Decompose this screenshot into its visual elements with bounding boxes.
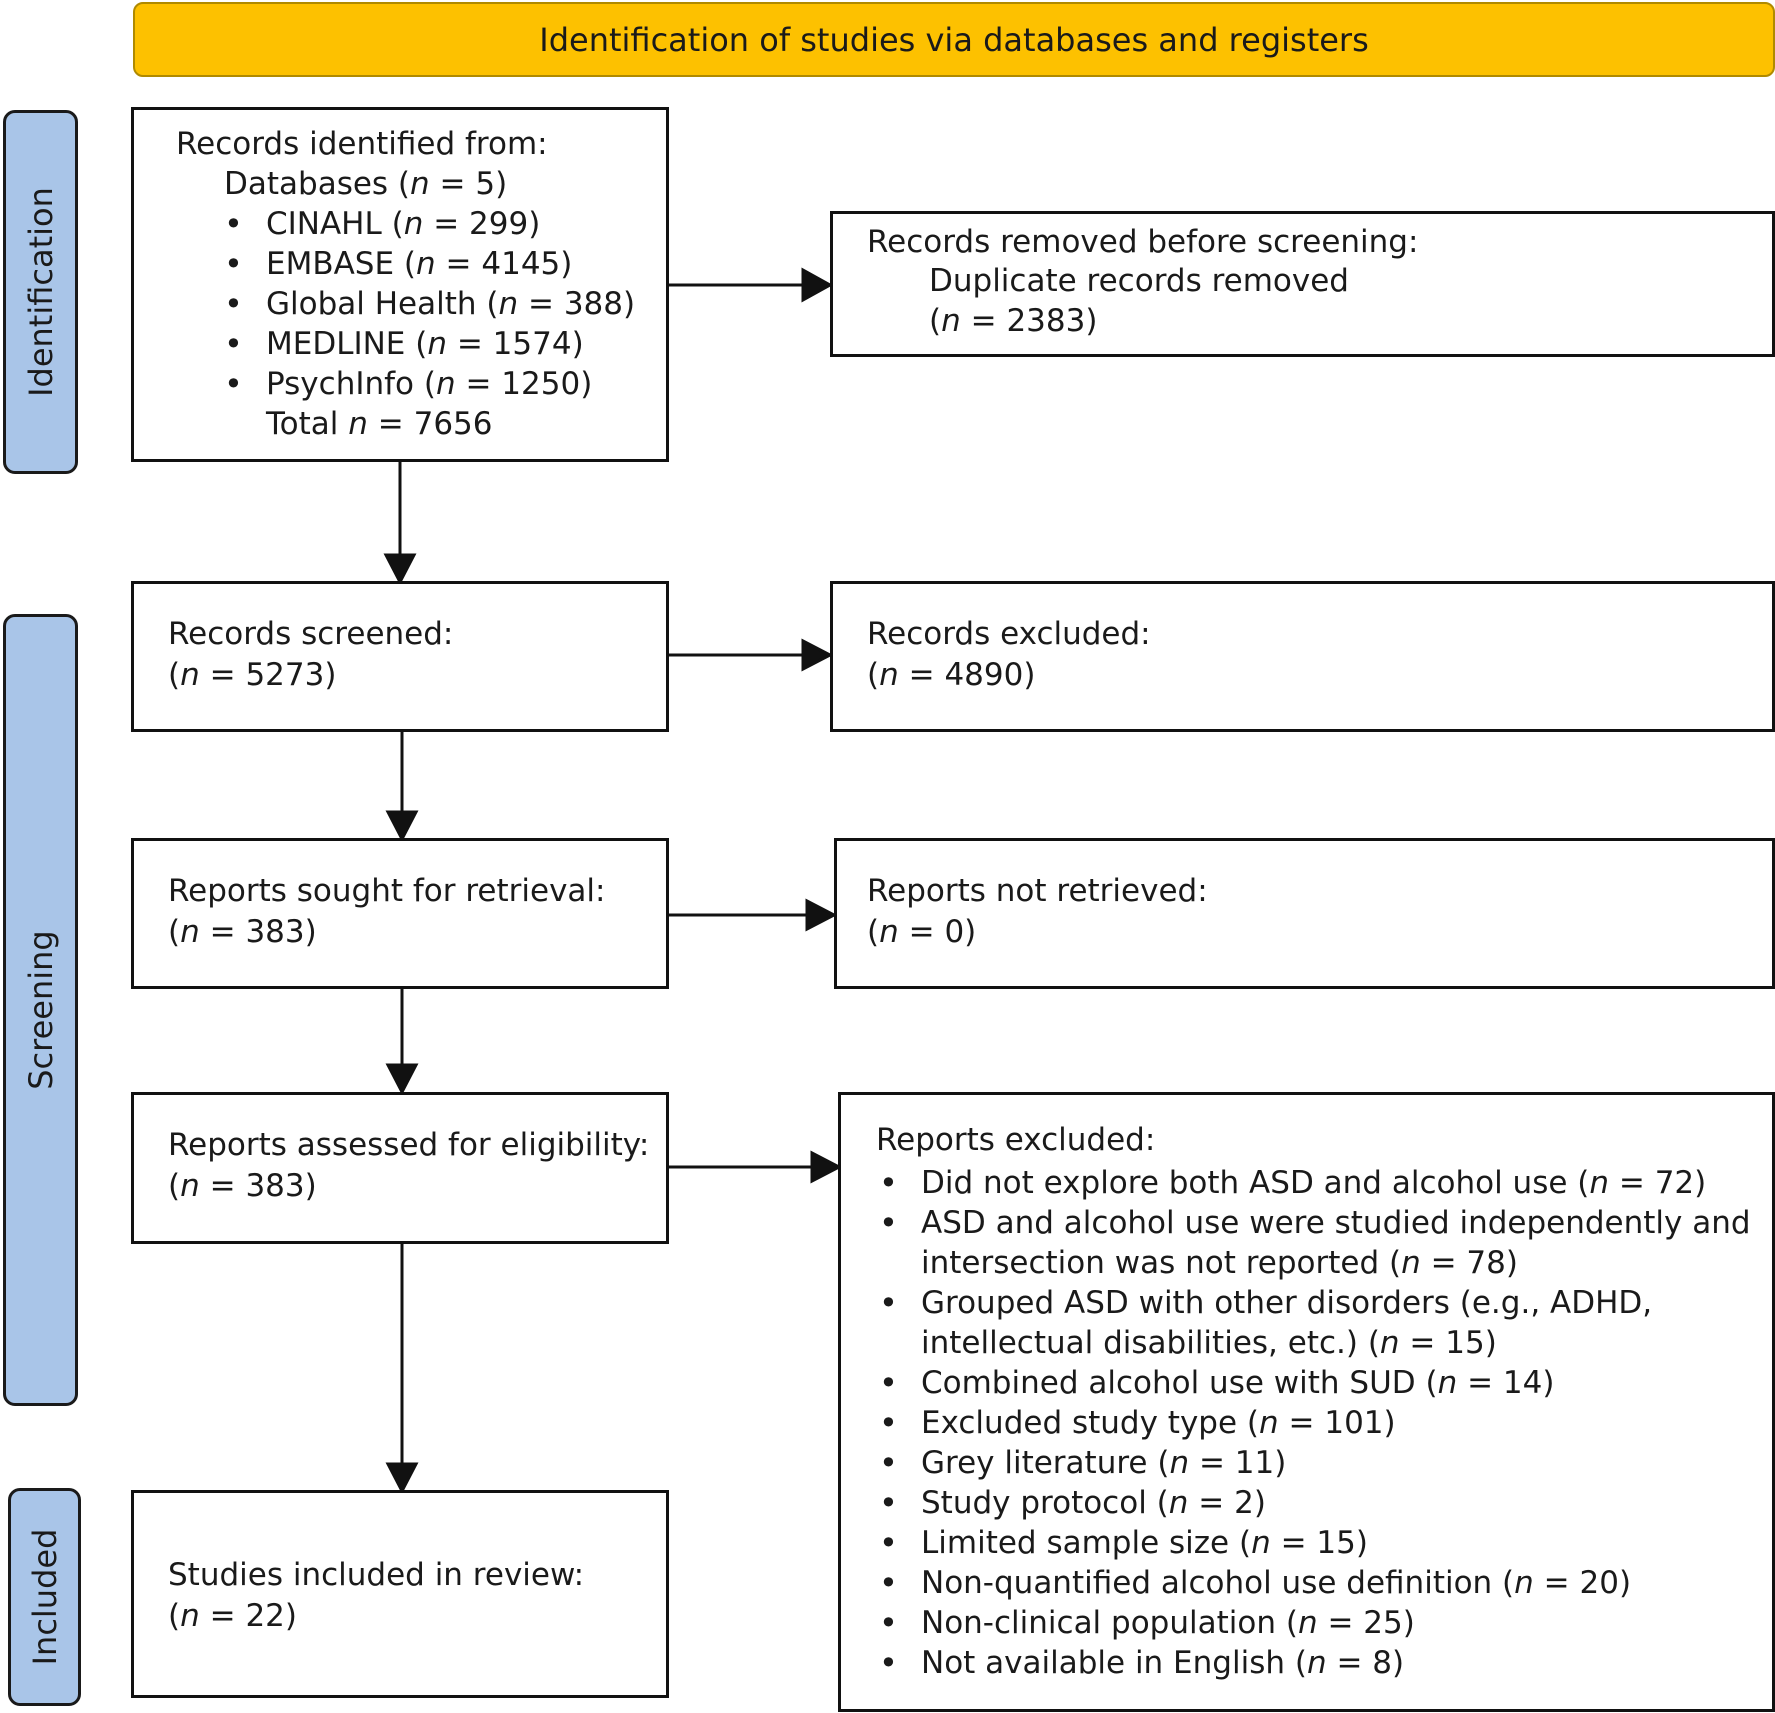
studies-included-heading: Studies included in review: (168, 1557, 585, 1593)
database-item: Global Health (n = 388) (224, 284, 635, 324)
exclusion-reason: Not available in English (n = 8) (879, 1643, 1751, 1683)
records-removed-box: Records removed before screening: Duplic… (830, 211, 1775, 357)
database-item: CINAHL (n = 299) (224, 204, 635, 244)
records-excluded-box: Records excluded: (n = 4890) (830, 581, 1775, 732)
reports-assessed-heading: Reports assessed for eligibility: (168, 1127, 650, 1163)
reports-assessed-box: Reports assessed for eligibility: (n = 3… (131, 1092, 669, 1244)
records-screened-box: Records screened: (n = 5273) (131, 581, 669, 732)
exclusion-reason: Excluded study type (n = 101) (879, 1403, 1751, 1443)
studies-included-box: Studies included in review: (n = 22) (131, 1490, 669, 1698)
reports-excluded-box: Reports excluded: Did not explore both A… (838, 1092, 1775, 1712)
total-line: Total n = 7656 (266, 406, 493, 442)
exclusion-reason: Non-quantified alcohol use definition (n… (879, 1563, 1751, 1603)
records-identified-box: Records identified from: Databases (n = … (131, 107, 669, 462)
database-item: PsychInfo (n = 1250) (224, 364, 635, 404)
duplicates-count: (n = 2383) (929, 303, 1098, 339)
reports-not-retrieved-heading: Reports not retrieved: (867, 873, 1208, 909)
exclusion-reason: Combined alcohol use with SUD (n = 14) (879, 1363, 1751, 1403)
reports-sought-box: Reports sought for retrieval: (n = 383) (131, 838, 669, 989)
database-item: MEDLINE (n = 1574) (224, 324, 635, 364)
reports-excluded-heading: Reports excluded: (876, 1122, 1156, 1158)
database-list: CINAHL (n = 299) EMBASE (n = 4145) Globa… (224, 204, 635, 404)
records-removed-heading: Records removed before screening: (867, 224, 1419, 260)
records-identified-heading: Records identified from: (176, 126, 548, 162)
exclusion-reason: Did not explore both ASD and alcohol use… (879, 1163, 1751, 1203)
reports-not-retrieved-count: (n = 0) (867, 914, 977, 950)
records-screened-count: (n = 5273) (168, 657, 337, 693)
header-banner: Identification of studies via databases … (133, 2, 1775, 77)
exclusion-reason: ASD and alcohol use were studied indepen… (879, 1203, 1751, 1283)
exclusion-reason: Grey literature (n = 11) (879, 1443, 1751, 1483)
reports-not-retrieved-box: Reports not retrieved: (n = 0) (834, 838, 1775, 989)
exclusion-reason: Study protocol (n = 2) (879, 1483, 1751, 1523)
exclusion-reason: Limited sample size (n = 15) (879, 1523, 1751, 1563)
header-title: Identification of studies via databases … (539, 20, 1369, 59)
databases-line: Databases (n = 5) (224, 166, 508, 202)
reports-sought-count: (n = 383) (168, 914, 317, 950)
reports-sought-heading: Reports sought for retrieval: (168, 873, 606, 909)
database-item: EMBASE (n = 4145) (224, 244, 635, 284)
phase-identification: Identification (3, 110, 78, 474)
exclusion-reasons-list: Did not explore both ASD and alcohol use… (879, 1163, 1751, 1683)
duplicates-line: Duplicate records removed (929, 263, 1349, 299)
studies-included-count: (n = 22) (168, 1598, 297, 1634)
phase-included: Included (8, 1488, 81, 1706)
records-screened-heading: Records screened: (168, 616, 454, 652)
exclusion-reason: Non-clinical population (n = 25) (879, 1603, 1751, 1643)
exclusion-reason: Grouped ASD with other disorders (e.g., … (879, 1283, 1751, 1363)
records-excluded-count: (n = 4890) (867, 657, 1036, 693)
records-excluded-heading: Records excluded: (867, 616, 1151, 652)
reports-assessed-count: (n = 383) (168, 1168, 317, 1204)
phase-screening: Screening (3, 614, 78, 1406)
